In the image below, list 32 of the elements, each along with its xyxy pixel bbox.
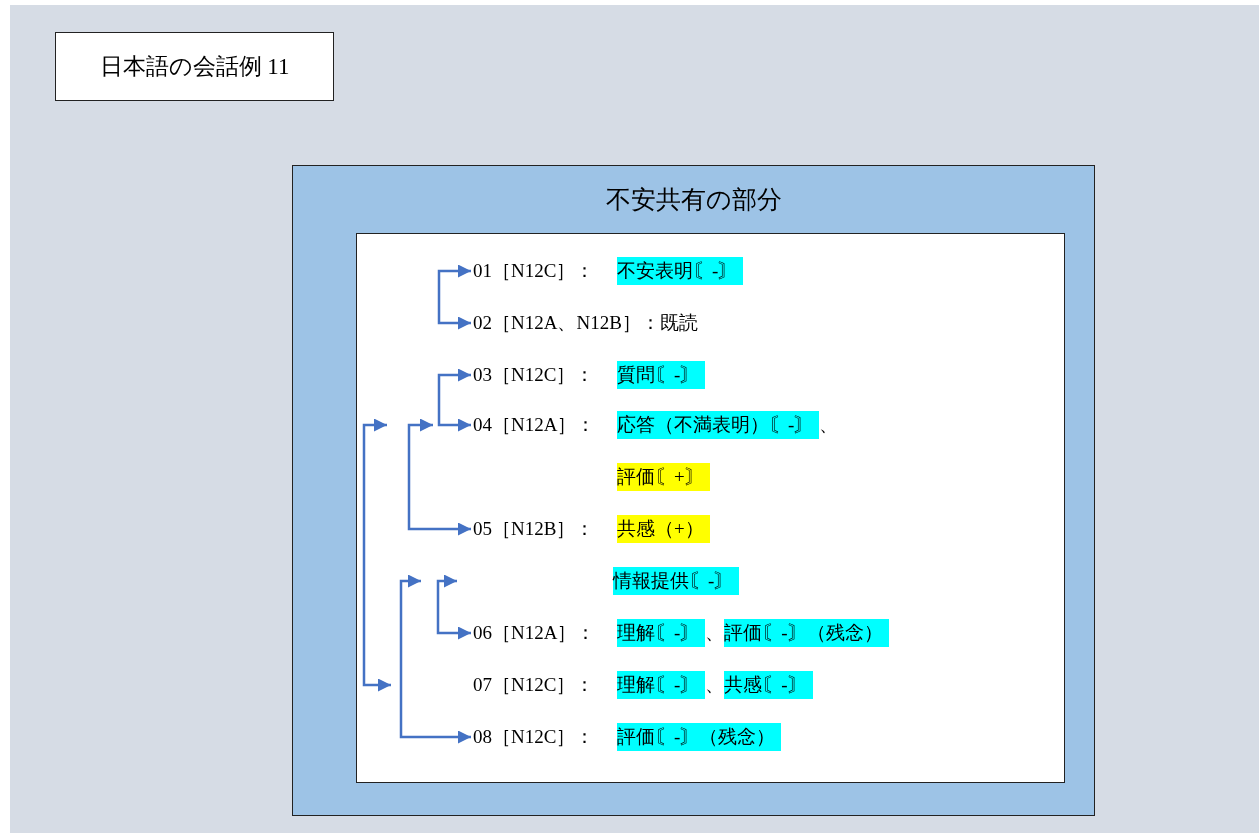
highlighted-text: 評価〘-〙（残念） [724,619,889,647]
highlighted-text: 理解〘-〙 [617,671,706,699]
highlighted-text: 評価〘-〙（残念） [617,723,782,751]
title-box: 日本語の会話例 11 [55,32,334,101]
bracket-arrow [437,368,471,432]
turn-label: 08［N12C］： [473,725,596,749]
text: 、 [705,673,725,697]
turn-label: 06［N12A］： [473,621,597,645]
turn-label: 03［N12C］： [473,363,596,387]
highlighted-text: 質問〘-〙 [617,361,706,389]
section-panel [292,165,1095,816]
highlighted-text: 不安表明〘-〙 [617,257,744,285]
highlighted-text: 情報提供〘-〙 [613,567,740,595]
bracket-arrow [437,264,471,330]
turn-label: 07［N12C］： [473,673,596,697]
turn-label: 04［N12A］： [473,413,597,437]
text: 、 [819,413,839,437]
highlighted-text: 応答（不満表明）〘-〙 [617,411,820,439]
bracket-arrow [407,418,471,536]
turn-label: 05［N12B］： [473,517,596,541]
turn-label: 02［N12A、N12B］：既読 [473,311,698,335]
turn-label: 01［N12C］： [473,259,596,283]
content-box [356,233,1065,783]
bracket-arrow [362,418,391,692]
bracket-arrow [399,574,471,744]
bracket-arrow [436,574,471,640]
text: 、 [705,621,725,645]
highlighted-text: 理解〘-〙 [617,619,706,647]
highlighted-text: 共感（+） [617,515,710,543]
highlighted-text: 共感〘-〙 [724,671,813,699]
highlighted-text: 評価〘+〙 [617,463,710,491]
section-heading: 不安共有の部分 [604,185,783,215]
